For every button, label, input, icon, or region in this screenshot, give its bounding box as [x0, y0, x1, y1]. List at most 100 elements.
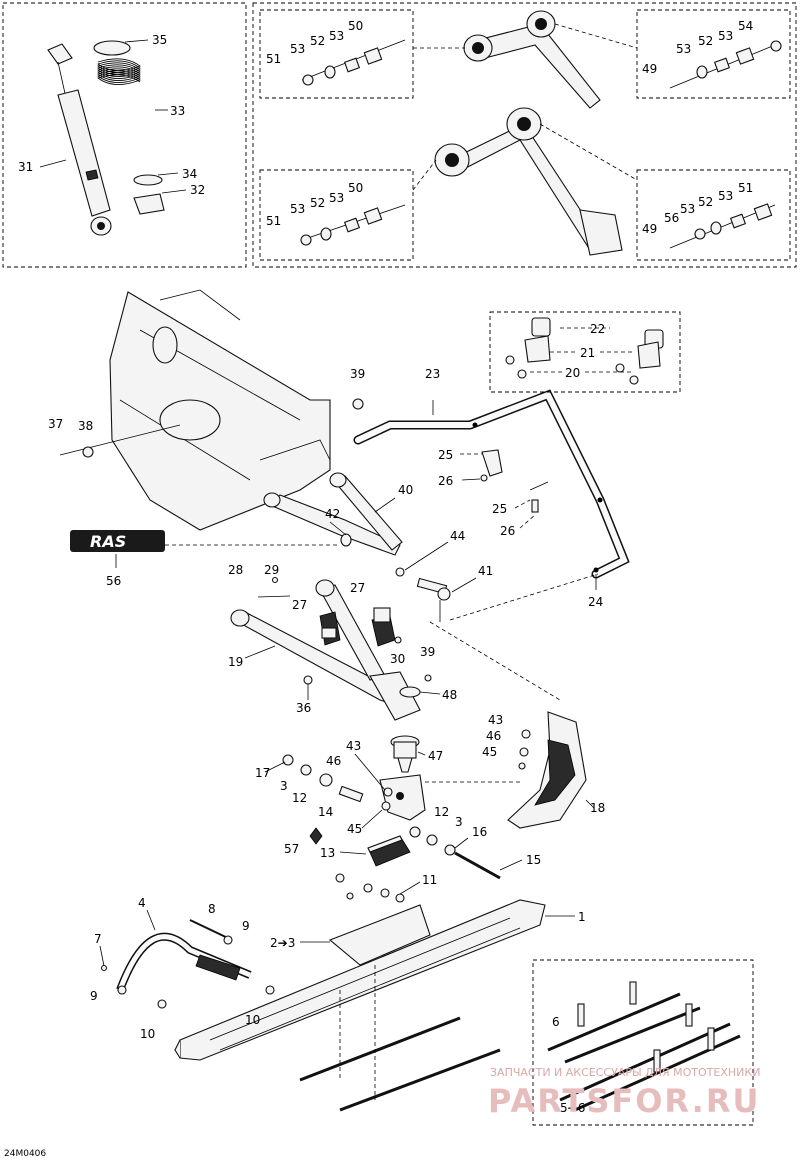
callout-43a: 43 — [346, 739, 361, 753]
callout-13: 13 — [320, 846, 335, 860]
callout-27b: 27 — [350, 581, 365, 595]
callout-43b: 43 — [488, 713, 503, 727]
callout-12b: 12 — [434, 805, 449, 819]
runner-detail — [547, 981, 741, 1112]
sway-bar — [353, 389, 630, 579]
callout-23: 23 — [425, 367, 440, 381]
callout-8: 8 — [208, 902, 216, 916]
right-fastener-stack — [409, 826, 501, 880]
lower-control-arm — [230, 579, 421, 721]
callout-27a: 27 — [292, 598, 307, 612]
bushing-stack-3 — [300, 204, 406, 246]
callout-51c: 51 — [738, 181, 753, 195]
callout-42: 42 — [325, 507, 340, 521]
callout-49a: 49 — [642, 62, 657, 76]
ski-runner — [299, 1016, 501, 1112]
callout-47: 47 — [428, 749, 443, 763]
a-arm-detail-box — [252, 2, 797, 268]
callout-53a: 53 — [329, 29, 344, 43]
callout-53g: 53 — [718, 189, 733, 203]
callout-20: 20 — [565, 366, 580, 380]
callout-12a: 12 — [292, 791, 307, 805]
callout-22: 22 — [590, 322, 605, 336]
watermark: ЗАПЧАСТИ И АКСЕССУАРЫ ДЛЯ МОТОТЕХНИКИ PA… — [488, 1066, 760, 1120]
callout-39a: 39 — [350, 367, 365, 381]
shock-detail-box — [2, 2, 247, 268]
callout-7: 7 — [94, 932, 102, 946]
ski-handle — [116, 932, 252, 992]
callout-9b: 9 — [90, 989, 98, 1003]
callout-24: 24 — [588, 595, 603, 609]
callout-53c: 53 — [718, 29, 733, 43]
ski-nuts — [335, 873, 405, 903]
bushing-box-2 — [636, 9, 791, 99]
callout-52a: 52 — [310, 34, 325, 48]
callout-45b: 45 — [482, 745, 497, 759]
callout-48: 48 — [442, 688, 457, 702]
callout-52d: 52 — [698, 195, 713, 209]
callout-38: 38 — [78, 419, 93, 433]
spindle — [390, 735, 420, 773]
bushing-stack-2 — [669, 40, 782, 89]
callout-10a: 10 — [140, 1027, 155, 1041]
wear-pad — [367, 835, 411, 867]
callout-49b: 49 — [642, 222, 657, 236]
bushing-stack-1 — [301, 39, 406, 86]
callout-46b: 46 — [486, 729, 501, 743]
callout-30: 30 — [390, 652, 405, 666]
callout-41: 41 — [478, 564, 493, 578]
callout-28: 28 — [228, 563, 243, 577]
callout-1: 1 — [578, 910, 586, 924]
shock-bracket-right — [371, 607, 396, 647]
shock-absorber-group: 35 33 34 32 31 — [2, 2, 247, 268]
callout-52c: 52 — [310, 196, 325, 210]
callout-3b: 3 — [455, 815, 463, 829]
callout-25a: 25 — [438, 448, 453, 462]
callout-53e: 53 — [329, 191, 344, 205]
bushing-box-3 — [259, 169, 414, 261]
runner-detail-box — [532, 959, 754, 1126]
callout-3a: 3 — [280, 779, 288, 793]
callout-39b: 39 — [420, 645, 435, 659]
callout-11: 11 — [422, 873, 437, 887]
callout-32: 32 — [190, 183, 205, 197]
callout-40: 40 — [398, 483, 413, 497]
lower-a-arm — [434, 107, 623, 256]
callout-37: 37 — [48, 417, 63, 431]
callout-4: 4 — [138, 896, 146, 910]
ras-logo-text: RAS — [90, 532, 126, 551]
callout-34: 34 — [182, 167, 197, 181]
callout-51a: 51 — [266, 52, 281, 66]
callout-19: 19 — [228, 655, 243, 669]
callout-17: 17 — [255, 766, 270, 780]
coil-spring — [93, 40, 165, 215]
ras-logo: RAS — [70, 530, 165, 552]
bushing-box-4 — [636, 169, 791, 261]
callout-52b: 52 — [698, 34, 713, 48]
callout-51b: 51 — [266, 214, 281, 228]
callout-5-6: 5➔6 — [560, 1101, 585, 1115]
bushing-stack-4 — [669, 203, 776, 249]
callout-31: 31 — [18, 160, 33, 174]
upper-a-arm — [463, 10, 601, 109]
upper-control-arm — [263, 472, 403, 556]
sway-bar-bracket — [480, 449, 549, 513]
callout-56a: 56 — [664, 211, 679, 225]
callout-16: 16 — [472, 825, 487, 839]
callout-56b: 56 — [106, 574, 121, 588]
ski-leg — [379, 774, 426, 821]
callout-6: 6 — [552, 1015, 560, 1029]
callout-9a: 9 — [242, 919, 250, 933]
callout-57: 57 — [284, 842, 299, 856]
callout-14: 14 — [318, 805, 333, 819]
callout-53b: 53 — [290, 42, 305, 56]
watermark-tagline: ЗАПЧАСТИ И АКСЕССУАРЫ ДЛЯ МОТОТЕХНИКИ — [490, 1066, 760, 1079]
callout-25b: 25 — [492, 502, 507, 516]
bushing-box-1 — [259, 9, 414, 99]
watermark-site: PARTSFOR.RU — [488, 1082, 760, 1120]
bushing-clamp-box — [489, 311, 681, 393]
callout-29: 29 — [264, 563, 279, 577]
callout-35: 35 — [152, 33, 167, 47]
callout-18: 18 — [590, 801, 605, 815]
callout-2-3: 2➔3 — [270, 936, 295, 950]
